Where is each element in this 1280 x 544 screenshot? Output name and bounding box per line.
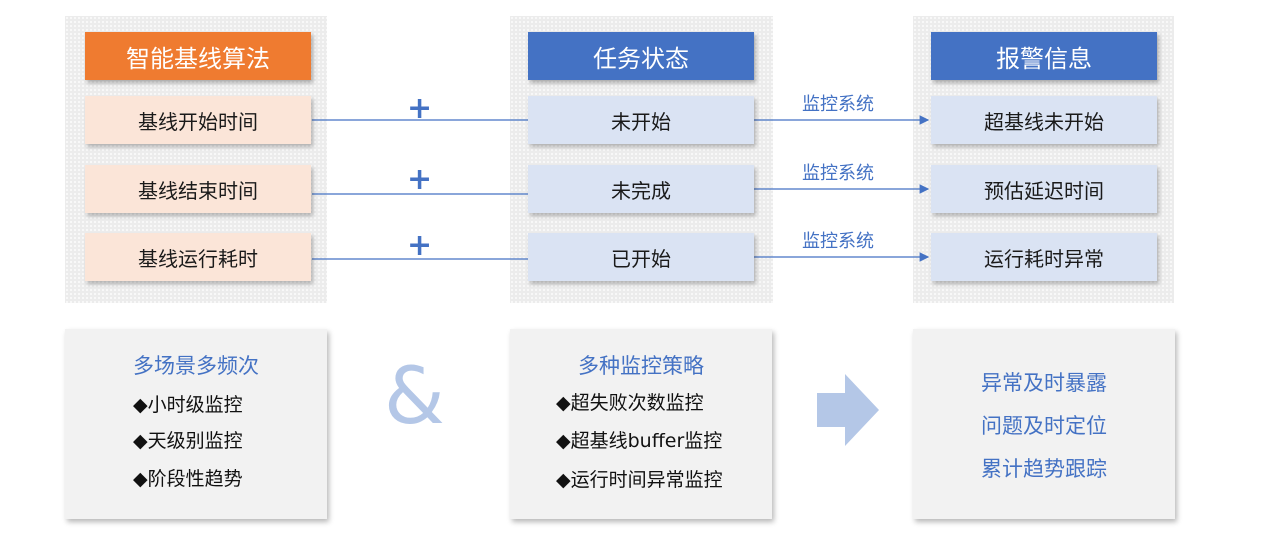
scenario-item: ◆阶段性趋势 xyxy=(133,468,243,490)
scenario-item: ◆小时级监控 xyxy=(133,394,243,416)
monitor-system-label: 监控系统 xyxy=(802,231,874,252)
alert-item: 预估延迟时间 xyxy=(931,165,1157,213)
plus-icon: + xyxy=(407,228,433,263)
task-status-item: 未完成 xyxy=(528,165,754,213)
strategies-title: 多种监控策略 xyxy=(578,354,704,378)
result-item: 问题及时定位 xyxy=(981,414,1107,438)
monitor-system-label: 监控系统 xyxy=(802,94,874,115)
alert-item: 超基线未开始 xyxy=(931,96,1157,144)
monitor-system-label: 监控系统 xyxy=(802,163,874,184)
plus-icon: + xyxy=(407,91,433,126)
strategy-item: ◆超失败次数监控 xyxy=(556,392,704,414)
results-box: 异常及时暴露 问题及时定位 累计趋势跟踪 xyxy=(913,329,1175,519)
result-item: 异常及时暴露 xyxy=(981,371,1107,395)
algorithm-item: 基线开始时间 xyxy=(85,96,311,144)
result-item: 累计趋势跟踪 xyxy=(981,457,1107,481)
scenarios-box: 多场景多频次 ◆小时级监控 ◆天级别监控 ◆阶段性趋势 xyxy=(65,329,327,519)
algorithm-item: 基线运行耗时 xyxy=(85,233,311,281)
alert-item: 运行耗时异常 xyxy=(931,233,1157,281)
task-status-header: 任务状态 xyxy=(528,32,754,80)
right-arrow-icon xyxy=(817,374,879,446)
alerts-header: 报警信息 xyxy=(931,32,1157,80)
task-status-item: 未开始 xyxy=(528,96,754,144)
algorithm-header: 智能基线算法 xyxy=(85,32,311,80)
plus-icon: + xyxy=(407,162,433,197)
scenarios-title: 多场景多频次 xyxy=(133,354,259,378)
algorithm-item: 基线结束时间 xyxy=(85,165,311,213)
strategy-item: ◆超基线buffer监控 xyxy=(556,430,723,452)
task-status-item: 已开始 xyxy=(528,233,754,281)
strategies-box: 多种监控策略 ◆超失败次数监控 ◆超基线buffer监控 ◆运行时间异常监控 xyxy=(510,329,772,519)
scenario-item: ◆天级别监控 xyxy=(133,430,243,452)
ampersand-symbol: & xyxy=(384,352,445,442)
strategy-item: ◆运行时间异常监控 xyxy=(556,469,723,491)
